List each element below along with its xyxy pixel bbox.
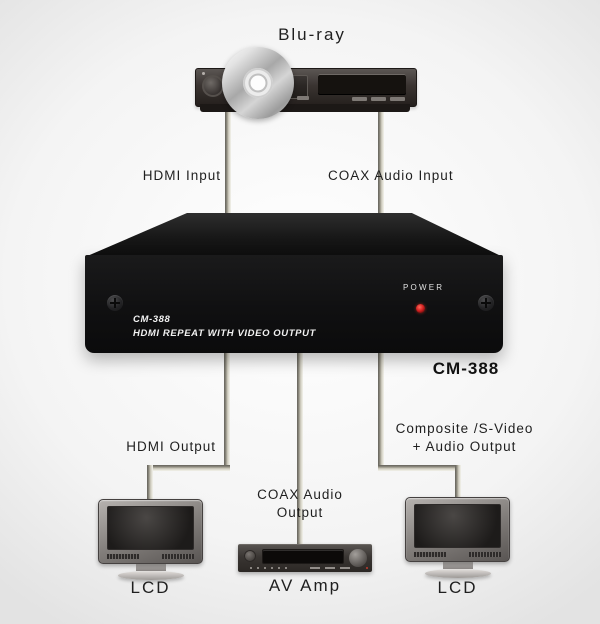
coax-audio-input-label: COAX Audio Input <box>328 168 454 183</box>
lcd-bezel <box>405 497 510 562</box>
cm-388-top-panel <box>85 213 503 257</box>
cable-hdmi-input <box>225 100 231 218</box>
blu-ray-power-led <box>202 72 205 75</box>
lcd-speaker-grille <box>162 554 194 559</box>
cable-hdmi-output-run <box>147 465 230 471</box>
cable-coax-audio-input <box>378 100 384 218</box>
coax-audio-output-line2: Output <box>276 505 324 521</box>
cable-hdmi-output-tail <box>147 465 153 502</box>
faceplate-text: CM-388 HDMI REPEAT WITH VIDEO OUTPUT <box>133 313 316 341</box>
av-amp <box>238 544 372 572</box>
cable-composite-output-drop <box>378 348 384 471</box>
lcd-left <box>98 499 203 580</box>
lcd-stand-base <box>117 571 184 580</box>
lcd-screen <box>107 506 194 550</box>
av-amp-label: AV Amp <box>268 576 342 595</box>
blu-ray-control-pad <box>202 75 224 97</box>
lcd-screen <box>414 504 501 548</box>
blu-ray-button <box>371 97 386 101</box>
coax-audio-output-label: COAX Audio Output <box>235 486 365 522</box>
amp-buttons <box>250 567 288 569</box>
power-label: POWER <box>403 283 445 292</box>
composite-output-line1: Composite /S-Video <box>395 421 534 436</box>
cable-coax-audio-output <box>297 348 303 548</box>
amp-standby-led <box>366 567 368 569</box>
hdmi-input-label: HDMI Input <box>142 168 221 183</box>
blu-ray-base <box>200 104 410 112</box>
lcd-right-label: LCD <box>437 578 478 597</box>
disc-icon <box>222 47 294 119</box>
amp-display <box>263 550 343 563</box>
lcd-left-label: LCD <box>130 578 171 597</box>
disc-hole <box>248 73 268 93</box>
blu-ray-button <box>352 97 367 101</box>
faceplate-subtitle: HDMI REPEAT WITH VIDEO OUTPUT <box>133 327 316 339</box>
cable-hdmi-output-drop <box>224 348 230 471</box>
composite-output-label: Composite /S-Video + Audio Output <box>382 420 547 456</box>
blu-ray-button <box>390 97 405 101</box>
amp-buttons <box>310 567 354 569</box>
hdmi-output-label: HDMI Output <box>126 439 216 454</box>
power-led-icon <box>416 304 425 313</box>
cm-388-caption: CM-388 <box>432 359 500 378</box>
coax-audio-output-line1: COAX Audio <box>257 487 343 502</box>
lcd-right <box>405 497 510 578</box>
screw-icon <box>107 295 123 311</box>
cable-composite-output-run <box>378 465 461 471</box>
lcd-stand-neck <box>442 562 473 569</box>
lcd-speaker-grille <box>469 552 501 557</box>
lcd-speaker-grille <box>107 554 139 559</box>
lcd-bezel <box>98 499 203 564</box>
blu-ray-label: Blu-ray <box>278 25 346 44</box>
lcd-speaker-grille <box>414 552 446 557</box>
screw-icon <box>478 295 494 311</box>
amp-volume-knob <box>349 549 367 567</box>
blu-ray-button <box>297 96 309 100</box>
lcd-stand-neck <box>135 564 166 571</box>
cable-composite-output-tail <box>455 465 461 500</box>
amp-small-knob <box>244 550 256 562</box>
disc-hub <box>243 68 273 98</box>
blu-ray-disc-tray <box>318 74 406 95</box>
composite-output-line2: + Audio Output <box>412 439 517 455</box>
cm-388-front-panel: CM-388 HDMI REPEAT WITH VIDEO OUTPUT POW… <box>85 255 503 353</box>
lcd-stand-base <box>424 569 491 578</box>
faceplate-model: CM-388 <box>133 314 171 325</box>
